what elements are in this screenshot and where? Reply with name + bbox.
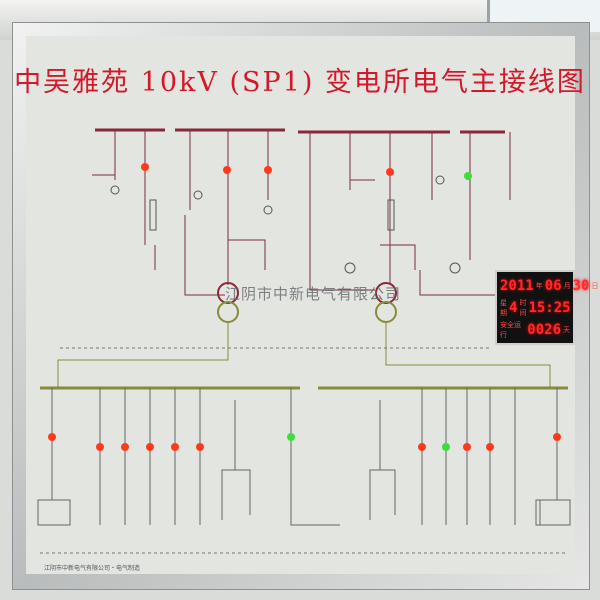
- time: 15:25: [528, 300, 571, 316]
- led-red: [386, 168, 394, 176]
- board-panel: [26, 36, 575, 574]
- hv-feeders: [92, 130, 511, 296]
- lv-feeders: [37, 388, 571, 526]
- led-red: [96, 443, 104, 451]
- weekday-label: 星期: [500, 299, 507, 317]
- switchgear-symbols: [110, 175, 461, 274]
- time-label: 时间: [519, 299, 527, 317]
- safe-run-unit: 天: [563, 326, 570, 334]
- led-green: [464, 172, 472, 180]
- led-red: [141, 163, 149, 171]
- footer-note: 江阴市中新电气有限公司・电气制造: [44, 565, 141, 572]
- lv-wiring: [57, 322, 551, 388]
- led-red: [264, 166, 272, 174]
- led-red: [196, 443, 204, 451]
- board-title: 中吴雅苑 10kV (SP1) 变电所电气主接线图: [14, 67, 586, 98]
- hv-busbars: [95, 128, 505, 134]
- led-red: [48, 433, 56, 441]
- led-red: [223, 166, 231, 174]
- led-clock-display: 2011 年 06 月 30 日 星期 4 时间 15:25 安全运行 0026…: [495, 270, 598, 345]
- led-red: [121, 443, 129, 451]
- transformer-1-lv: [217, 301, 239, 323]
- transformer-2-lv: [375, 301, 397, 323]
- led-red: [146, 443, 154, 451]
- led-red: [553, 433, 561, 441]
- time-row: 星期 4 时间 15:25: [500, 297, 571, 319]
- year-unit: 年: [535, 282, 543, 290]
- led-red: [418, 443, 426, 451]
- year: 2011: [500, 278, 534, 294]
- led-green: [287, 433, 295, 441]
- day: 30: [572, 278, 590, 294]
- day-unit: 日: [591, 282, 599, 290]
- safe-run-days: 0026: [527, 322, 561, 338]
- month-unit: 月: [563, 282, 571, 290]
- led-red: [171, 443, 179, 451]
- safety-row: 安全运行 0026 天: [500, 319, 570, 341]
- month: 06: [544, 278, 562, 294]
- indicator-leds: [48, 163, 561, 451]
- date-row: 2011 年 06 月 30 日: [500, 275, 598, 297]
- weekday: 4: [509, 300, 518, 316]
- watermark: 江阴市中新电气有限公司: [225, 285, 402, 303]
- led-red: [463, 443, 471, 451]
- led-green: [442, 443, 450, 451]
- led-red: [486, 443, 494, 451]
- safe-run-label: 安全运行: [500, 321, 521, 339]
